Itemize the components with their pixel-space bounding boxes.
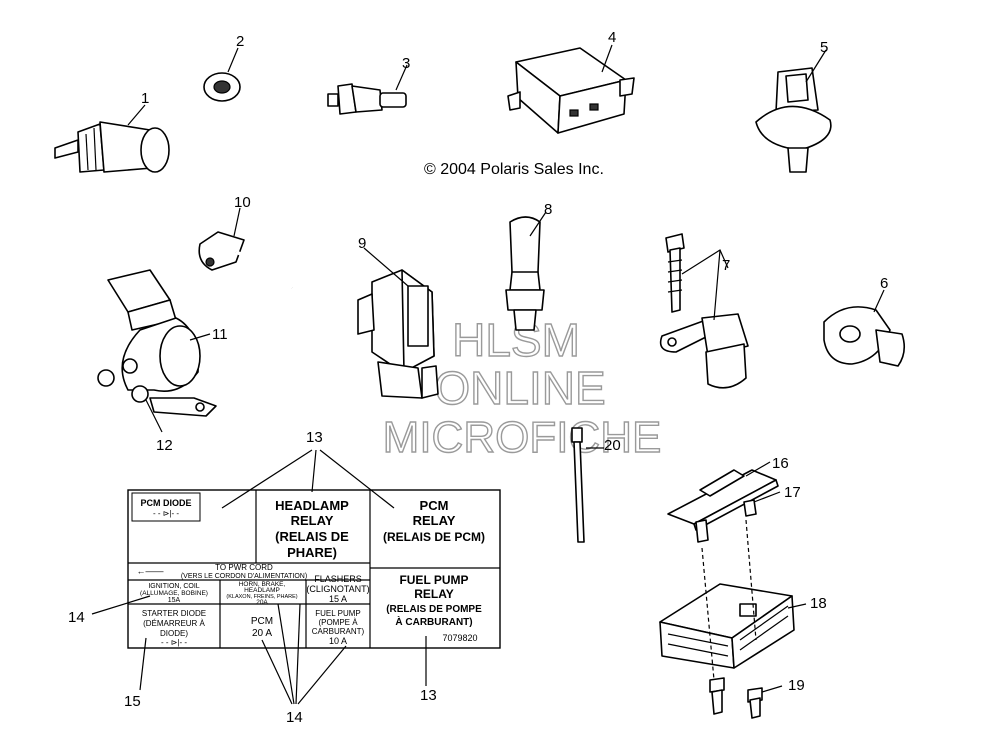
callout-12: 12 [156, 437, 173, 454]
fuel-pump-relay-line-3: (RELAIS DE POMPE [386, 604, 482, 615]
horn-line-2: HEADLAMP [244, 587, 280, 594]
part-4-module [507, 44, 635, 134]
part-1-pressure-switch [54, 104, 170, 173]
part-11-12-solenoid [97, 269, 217, 433]
horn-line-4: 20A [256, 599, 268, 606]
callout-8: 8 [544, 201, 552, 218]
callout-18: 18 [810, 595, 827, 612]
ignition-line-1: IGNITION, COIL [148, 583, 199, 590]
part-8-temp-sensor [505, 211, 547, 331]
callout-5: 5 [820, 39, 828, 56]
fuse-label-panel: PCM DIODE - - ⊳|- - HEADLAMP RELAY (RELA… [127, 489, 501, 649]
copyright-text: © 2004 Polaris Sales Inc. [424, 161, 604, 178]
headlamp-relay-line-1: HEADLAMP [275, 498, 349, 513]
starter-diode-line-3: DIODE) [160, 629, 188, 638]
part-number-label: 7079820 [442, 633, 477, 643]
part-10-sensor [198, 207, 293, 290]
headlamp-relay-line-2: RELAY [291, 513, 334, 528]
watermark-line-2: ONLINE [434, 362, 605, 414]
callout-9: 9 [358, 235, 366, 252]
horn-line-1: HORN, BRAKE, [239, 581, 286, 588]
svg-text:- - ⊳|- -: - - ⊳|- - [153, 509, 179, 518]
part-6-tps [823, 289, 906, 367]
part-18-fuse-box [659, 583, 807, 669]
pcm-relay-line-2: RELAY [413, 513, 456, 528]
part-5-sensor [755, 49, 832, 173]
flashers-line-1: FLASHERS [314, 574, 362, 584]
callout-13-top: 13 [306, 429, 323, 446]
fuel-pump-relay-line-1: FUEL PUMP [399, 573, 468, 587]
callout-17: 17 [784, 484, 801, 501]
callout-14-bottom: 14 [286, 709, 303, 726]
callout-16: 16 [772, 455, 789, 472]
starter-diode-line-1: STARTER DIODE [142, 609, 206, 618]
callout-3: 3 [402, 55, 410, 72]
callout-13-bottom: 13 [420, 687, 437, 704]
to-pwr-cord-line-2: (VERS LE CORDON D'ALIMENTATION) [181, 573, 307, 580]
pcm-relay-line-3: (RELAIS DE PCM) [383, 530, 485, 544]
callout-2: 2 [236, 33, 244, 50]
fuel-pump-fuse-line-4: 10 A [329, 636, 347, 646]
ignition-line-3: 15A [168, 597, 181, 604]
part-17-screws [695, 491, 781, 543]
part-2-washer [203, 47, 241, 102]
part-19-screws [701, 519, 783, 719]
leader-lines [91, 449, 427, 705]
svg-text:←——: ←—— [137, 566, 164, 576]
callout-20: 20 [604, 437, 621, 454]
pcm-fuse-line-1: PCM [251, 616, 273, 627]
callout-4: 4 [608, 29, 616, 46]
part-7-speed-sensor [659, 233, 749, 389]
flashers-line-2: (CLIGNOTANT) [306, 584, 369, 594]
horn-line-3: (KLAXON, FREINS, PHARE) [226, 594, 297, 600]
to-pwr-cord-line-1: TO PWR CORD [215, 563, 273, 572]
svg-text:- - ⊳|- -: - - ⊳|- - [161, 638, 187, 647]
watermark-line-3: MICROFICHE [383, 413, 662, 462]
callout-19: 19 [788, 677, 805, 694]
pcm-relay-line-1: PCM [420, 498, 449, 513]
pcm-diode-label: PCM DIODE [140, 498, 191, 508]
callout-10: 10 [234, 194, 251, 211]
part-9-relay [357, 247, 439, 399]
callout-6: 6 [880, 275, 888, 292]
part-20-cable-tie [571, 427, 604, 543]
part-3-sender [327, 64, 408, 115]
callout-14-left: 14 [68, 609, 85, 626]
headlamp-relay-line-3: (RELAIS DE [275, 529, 349, 544]
callout-7: 7 [722, 257, 730, 274]
headlamp-relay-line-4: PHARE) [287, 545, 337, 560]
pcm-fuse-line-2: 20 A [252, 628, 272, 639]
flashers-line-3: 15 A [329, 594, 347, 604]
callout-11: 11 [212, 326, 228, 343]
fuel-pump-relay-line-4: À CARBURANT) [395, 615, 472, 628]
fuel-pump-fuse-line-3: CARBURANT) [312, 627, 365, 636]
fuel-pump-relay-line-2: RELAY [414, 587, 454, 601]
fuel-pump-fuse-line-1: FUEL PUMP [315, 609, 361, 618]
fuel-pump-fuse-line-2: (POMPE À [318, 618, 358, 627]
part-16-cover [667, 461, 779, 531]
callouts: 1 2 3 4 5 6 7 8 9 10 11 12 13 13 14 14 1… [68, 29, 888, 726]
callout-1: 1 [141, 90, 149, 107]
callout-15: 15 [124, 693, 141, 710]
watermark: HLSM ONLINE MICROFICHE [382, 313, 662, 462]
starter-diode-line-2: (DÉMARREUR À [143, 619, 205, 628]
ignition-line-2: (ALLUMAGE, BOBINE) [140, 590, 208, 597]
